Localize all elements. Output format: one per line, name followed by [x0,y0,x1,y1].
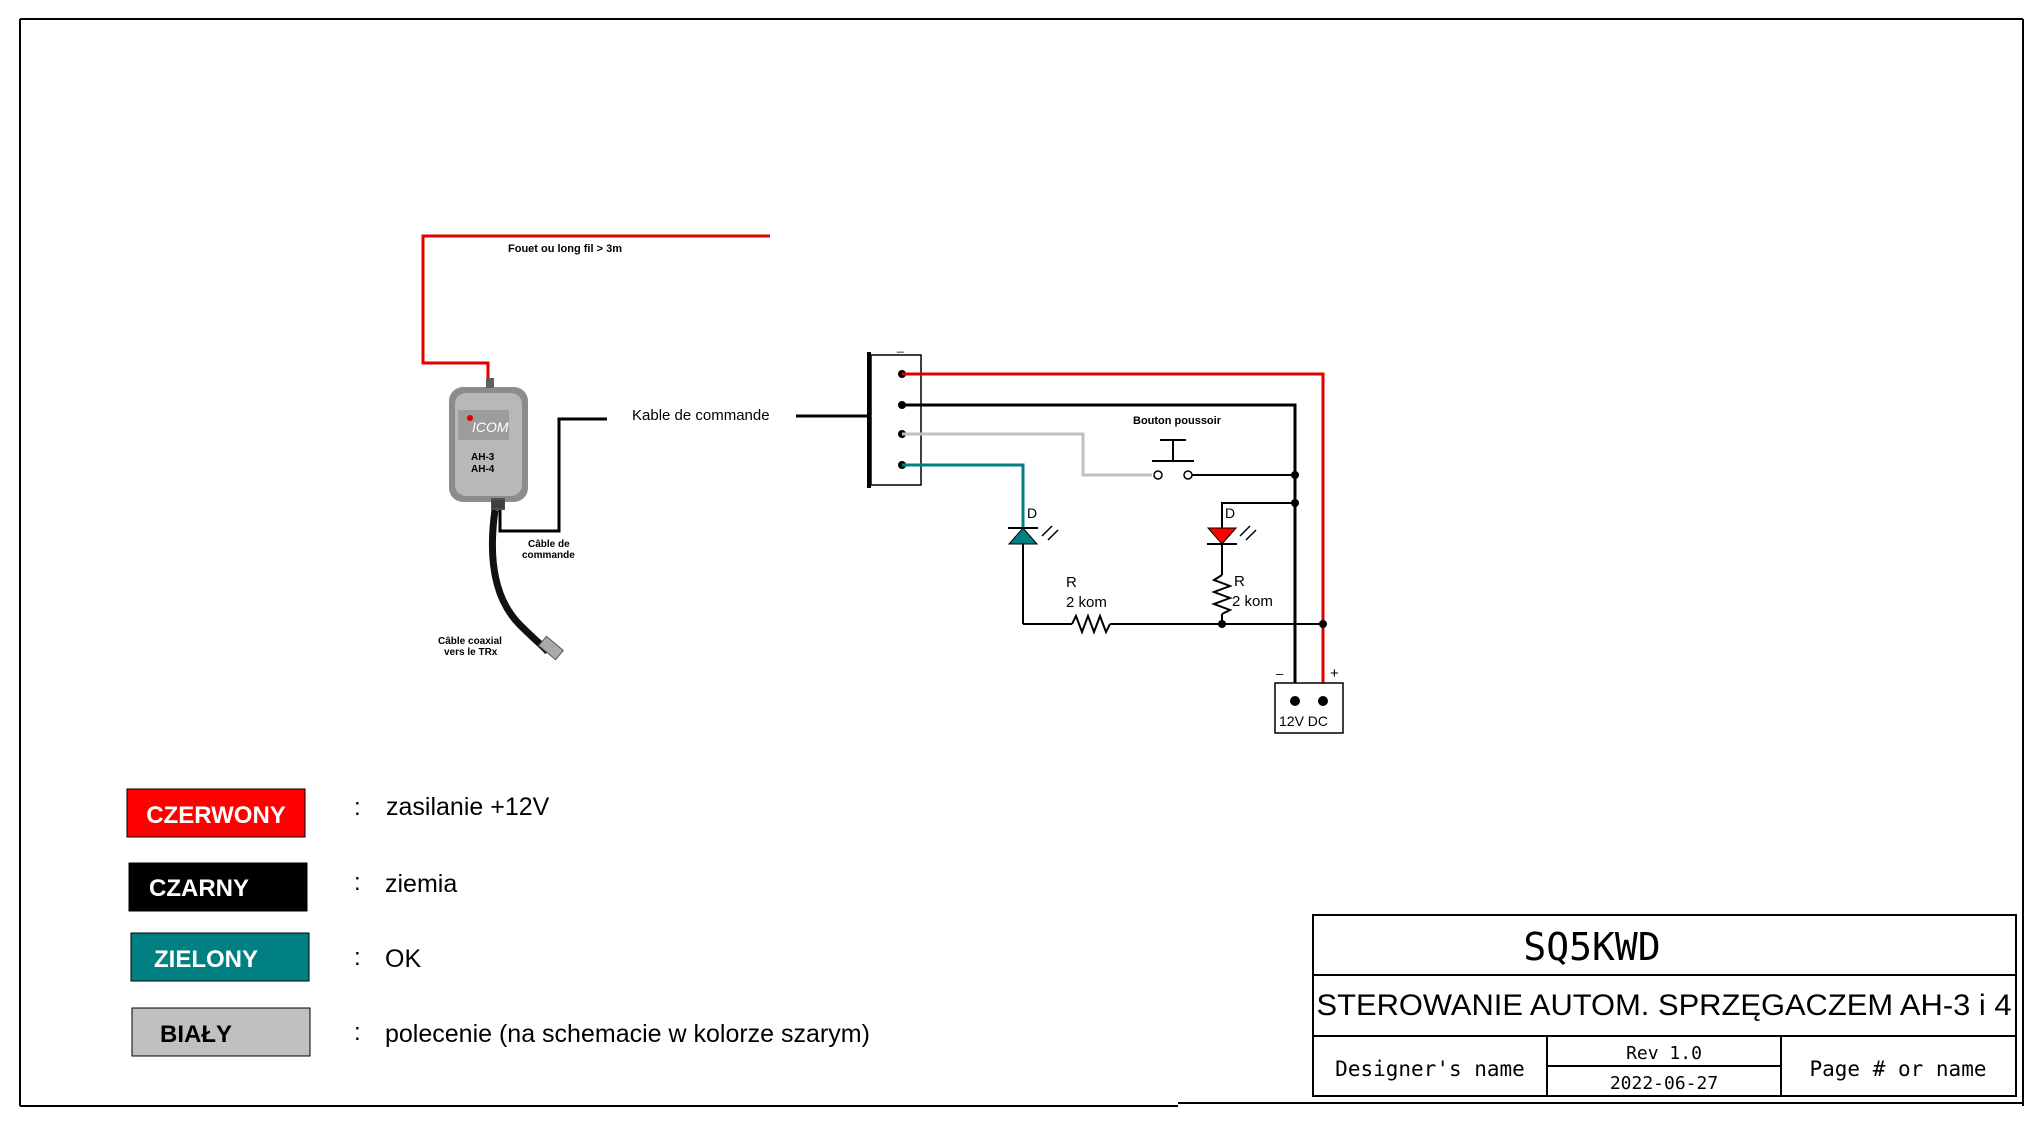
title-date: 2022-06-27 [1610,1073,1718,1094]
gray-wire [902,432,1152,477]
legend-name-green: ZIELONY [154,946,258,973]
resistor-1-value: 2 kom [1066,594,1107,611]
icom-logo-dot [467,415,473,421]
control-cable-label-1: Câble de [528,539,570,550]
legend-row-red: CZERWONY : zasilanie +12V [126,788,550,838]
resistor-2-value: 2 kom [1232,593,1273,610]
led-red [1206,525,1257,545]
junction-ground-2 [1291,499,1299,507]
tuner-unit: ICOM AH-3 AH-4 [449,378,528,510]
tuner-brand: ICOM [472,419,509,435]
led-green [1007,525,1059,624]
push-button-label: Bouton poussoir [1133,415,1222,427]
legend-row-black: CZARNY : ziemia [128,862,457,912]
power-supply: – + 12V DC [1274,665,1344,734]
power-plus: + [1330,665,1339,682]
black-wire [902,403,1297,700]
legend-swatch-red [126,788,306,838]
junction-positive [1319,620,1327,628]
tuner-model-2: AH-4 [471,464,495,475]
control-cable-label-2: commande [522,550,575,561]
command-cable-label: Kable de commande [632,407,770,424]
legend-separator-red: : [354,794,361,821]
tuner-control-cable [498,417,607,533]
resistor-1-label: R [1066,574,1077,591]
coax-label-1: Câble coaxial [438,636,502,647]
resistor-2 [1211,574,1233,615]
legend-row-green: ZIELONY : OK [130,932,421,982]
push-button-switch [1152,439,1194,480]
legend-desc-green: OK [385,945,421,973]
resistor-2-label: R [1234,573,1245,590]
legend-desc-black: ziemia [385,870,457,898]
junction-ground-1 [1291,471,1299,479]
title-rev: Rev 1.0 [1626,1043,1702,1064]
legend-separator-white: : [354,1019,361,1046]
connector: _ [867,339,922,488]
title-page: Page # or name [1809,1057,1986,1081]
legend-separator-green: : [354,944,361,971]
legend-name-red: CZERWONY [146,802,286,829]
title-block: SQ5KWD STEROWANIE AUTOM. SPRZĘGACZEM AH-… [1312,914,2017,1097]
junction-resistors [1218,620,1226,628]
green-wire [902,463,1025,528]
legend-name-white: BIAŁY [160,1021,232,1048]
legend-separator-black: : [354,869,361,896]
led-green-label: D [1027,505,1037,521]
led-red-label: D [1225,505,1235,521]
title-callsign: SQ5KWD [1523,925,1660,969]
connector-minus: _ [896,339,904,353]
tuner-model-1: AH-3 [471,452,495,463]
red-wire [902,372,1325,700]
legend-swatch-green [130,932,310,982]
led-red-supply [1221,502,1295,528]
legend-swatch-black [128,862,308,912]
coax-label-2: vers le TRx [444,647,498,658]
coax-connector [538,635,564,661]
legend-row-white: BIAŁY : polecenie (na schemacie w kolorz… [131,1007,870,1057]
antenna-wire [421,234,770,382]
title-designer: Designer's name [1335,1057,1525,1081]
antenna-label: Fouet ou long fil > 3m [508,243,622,255]
legend-desc-white: polecenie (na schemacie w kolorze szarym… [385,1020,870,1048]
legend-desc-red: zasilanie +12V [386,793,550,821]
power-minus: – [1276,666,1284,681]
title-main: STEROWANIE AUTOM. SPRZĘGACZEM AH-3 i 4 [1317,989,2012,1022]
power-label: 12V DC [1279,713,1328,729]
legend-swatch-white [131,1007,311,1057]
resistor-1 [1071,613,1111,635]
legend-name-black: CZARNY [149,875,249,902]
